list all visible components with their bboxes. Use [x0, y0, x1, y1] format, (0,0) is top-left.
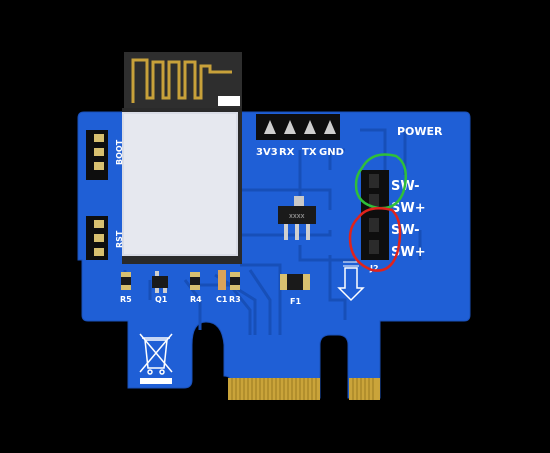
component-r4 — [190, 272, 200, 290]
r3-label: R3 — [229, 295, 241, 304]
j2-label: J2 — [369, 264, 379, 273]
sw-plus-label-1: SW+ — [391, 201, 426, 216]
regulator-marking: XXXX — [289, 214, 305, 220]
power-label: POWER — [397, 125, 443, 138]
component-r5 — [121, 272, 131, 290]
uart-label-3v3: 3V3 — [256, 147, 278, 158]
f1-label: F1 — [290, 297, 301, 306]
component-c1 — [218, 270, 226, 290]
uart-label-tx: TX — [302, 147, 317, 158]
gold-finger-gaps — [231, 378, 374, 400]
r5-label: R5 — [120, 295, 132, 304]
component-q1 — [152, 271, 168, 293]
uart-label-rx: RX — [279, 147, 295, 158]
red-annotation-circle — [348, 207, 402, 272]
r4-label: R4 — [190, 295, 202, 304]
green-annotation-circle — [354, 153, 407, 210]
sw-minus-label-2: SW- — [391, 223, 420, 238]
voltage-regulator — [278, 196, 316, 240]
weee-bin-icon — [139, 333, 173, 375]
esp-module-led — [218, 96, 240, 106]
arrow-hatching — [343, 261, 359, 267]
rst-label: RST — [115, 230, 124, 248]
down-arrow-icon — [337, 267, 365, 302]
component-r3 — [230, 272, 240, 290]
c1-label: C1 — [216, 295, 228, 304]
sw-plus-label-2: SW+ — [391, 245, 426, 260]
q1-label: Q1 — [155, 295, 168, 304]
switch-header-reset — [361, 214, 389, 260]
uart-header — [256, 114, 340, 140]
component-f1 — [280, 274, 310, 290]
boot-label: BOOT — [115, 139, 124, 165]
rst-button — [86, 216, 108, 260]
esp-module-shield-shade — [124, 114, 236, 254]
weee-bar — [140, 378, 172, 384]
uart-label-gnd: GND — [319, 147, 344, 158]
pcb-antenna-trace — [131, 58, 232, 103]
boot-button — [86, 130, 108, 180]
